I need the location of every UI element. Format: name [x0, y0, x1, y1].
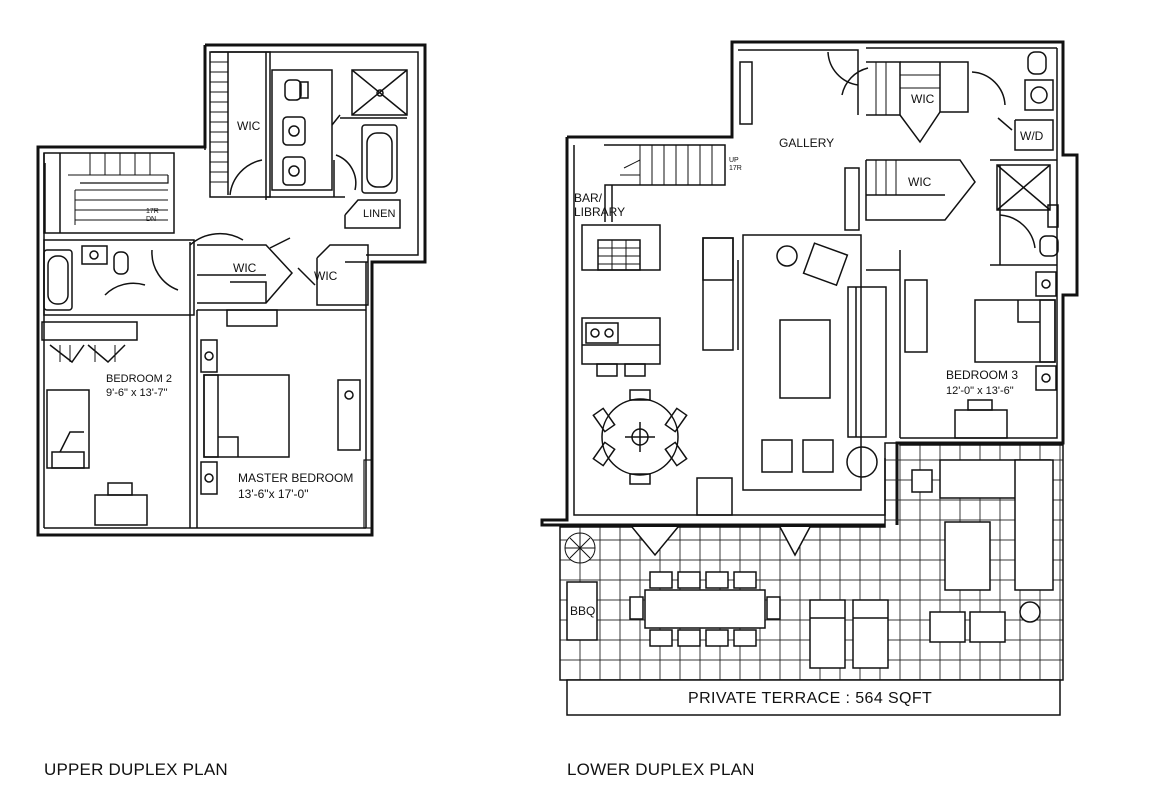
- lower-stair-note-2: 17R: [729, 165, 742, 172]
- lower-stair-note-1: UP: [729, 157, 739, 164]
- upper-linen-label: LINEN: [363, 208, 395, 220]
- bedroom-3-size: 12'-0" x 13'-6": [946, 385, 1014, 397]
- master-bedroom-label: MASTER BEDROOM: [238, 471, 353, 485]
- bar-label: BAR/: [574, 191, 603, 205]
- lower-wic-mid-label: WIC: [908, 175, 932, 189]
- bedroom-3-label: BEDROOM 3: [946, 368, 1018, 382]
- upper-mid-wics: [189, 232, 369, 306]
- upper-master-bedroom: [189, 242, 373, 529]
- terrace-lounge-set: [911, 459, 1054, 643]
- lower-labels: GALLERY WIC W/D UP 17R BAR/ LIBRARY WIC …: [570, 92, 1044, 707]
- lower-dining-table: [592, 389, 733, 516]
- upper-top-wic: [209, 51, 271, 200]
- lower-wic-top-label: WIC: [911, 92, 935, 106]
- upper-stairs: [43, 152, 175, 234]
- upper-wic-top-label: WIC: [237, 119, 261, 133]
- lower-top-wic-laundry: [866, 51, 1057, 161]
- lower-duplex-plan: GALLERY WIC W/D UP 17R BAR/ LIBRARY WIC …: [540, 40, 1079, 716]
- lower-duplex-plan-caption: LOWER DUPLEX PLAN: [567, 760, 755, 779]
- upper-bath-2: [43, 239, 195, 316]
- upper-stair-note-2: DN: [146, 216, 156, 223]
- upper-master-bath: [266, 69, 408, 198]
- upper-bedroom-2-furniture: [41, 321, 148, 526]
- library-label: LIBRARY: [574, 205, 625, 219]
- terrace-dining-set: [629, 571, 781, 647]
- upper-wic-right-label: WIC: [314, 269, 338, 283]
- bbq-label: BBQ: [570, 604, 595, 618]
- lower-kitchen: [581, 224, 661, 377]
- upper-duplex-plan-caption: UPPER DUPLEX PLAN: [44, 760, 228, 779]
- gallery-label: GALLERY: [779, 136, 834, 150]
- bedroom-2-label: BEDROOM 2: [106, 373, 172, 385]
- terrace-label: PRIVATE TERRACE : 564 SQFT: [688, 690, 932, 707]
- upper-duplex-plan: WIC 17R DN LINEN WIC WIC BEDROOM 2 9'-6"…: [36, 43, 427, 537]
- lower-living-room: [702, 167, 887, 491]
- lower-bedroom-3: [904, 271, 1057, 439]
- upper-labels: WIC 17R DN LINEN WIC WIC BEDROOM 2 9'-6"…: [106, 119, 395, 501]
- washer-dryer-label: W/D: [1020, 129, 1044, 143]
- upper-wic-mid-label: WIC: [233, 261, 257, 275]
- bedroom-2-size: 9'-6" x 13'-7": [106, 387, 168, 399]
- private-terrace: [559, 442, 1064, 716]
- potted-plant: [564, 532, 596, 564]
- upper-linen-closet: [344, 199, 401, 229]
- master-bedroom-size: 13'-6"x 17'-0": [238, 487, 308, 501]
- lower-mid-wic-bath: [865, 159, 1059, 438]
- upper-stair-note-1: 17R: [146, 208, 159, 215]
- lower-stairs: [604, 51, 869, 222]
